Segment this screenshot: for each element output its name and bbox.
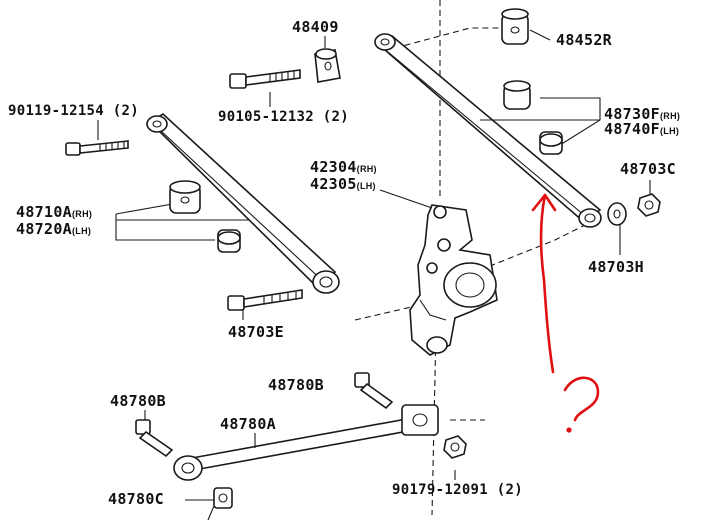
label-48703H: 48703H (588, 258, 644, 276)
dashed-link-48452R (394, 27, 512, 49)
label-48703E: 48703E (228, 323, 284, 341)
label-48780A: 48780A (220, 415, 276, 433)
label-48780B-right: 48780B (268, 376, 324, 394)
label-48780C: 48780C (108, 490, 164, 508)
leader-48710A-2 (115, 214, 215, 241)
label-48780B-left: 48780B (110, 392, 166, 410)
bushing-48730F-b (539, 131, 563, 155)
leader-42304 (379, 189, 433, 209)
leader-48452R (529, 29, 551, 41)
lower-control-arm (146, 113, 340, 294)
label-90179: 90179-12091 (2) (392, 482, 523, 498)
label-48703C: 48703C (620, 160, 676, 178)
bolt-90105 (229, 69, 301, 89)
bushing-48452R (501, 8, 529, 45)
bolt-48780B-left (135, 419, 174, 458)
label-48730F-side: (RH) (660, 111, 681, 121)
label-48409: 48409 (292, 18, 339, 36)
leader-48730F (540, 97, 601, 146)
red-annotation (531, 193, 600, 433)
label-48740F: 48740F(LH) (604, 122, 679, 137)
strut-rod (173, 404, 439, 481)
label-48710A-side: (RH) (72, 209, 93, 219)
bushing-48710A-b (217, 229, 241, 253)
upper-control-arm (374, 33, 602, 228)
label-48710A-num: 48710A (16, 203, 72, 221)
nut-90179 (443, 435, 467, 459)
label-48720A-side: (LH) (72, 226, 92, 236)
label-48740F-num: 48740F (604, 120, 660, 138)
label-42305: 42305(LH) (310, 177, 376, 192)
bolt-48780B-right (354, 372, 394, 410)
label-42305-num: 42305 (310, 175, 357, 193)
label-48720A-num: 48720A (16, 220, 72, 238)
label-48730F-num: 48730F (604, 105, 660, 123)
label-48730F: 48730F(RH) (604, 107, 680, 122)
label-42304-side: (RH) (356, 164, 377, 174)
label-42304-num: 42304 (310, 158, 357, 176)
nut-48780C (207, 487, 233, 521)
label-42305-side: (LH) (356, 181, 376, 191)
washer-48703H (607, 202, 627, 226)
bushing-48730F-a (503, 80, 531, 110)
bushing-48409 (314, 48, 341, 83)
nut-48703C (637, 193, 661, 217)
label-48720A: 48720A(LH) (16, 222, 91, 237)
label-90119: 90119-12154 (2) (8, 103, 139, 119)
label-48452R: 48452R (556, 31, 612, 49)
knuckle (409, 204, 498, 356)
dashed-link-lower-arm (354, 304, 421, 321)
label-48740F-side: (LH) (660, 126, 680, 136)
bushing-48710A-a (169, 180, 201, 214)
label-42304: 42304(RH) (310, 160, 377, 175)
label-48710A: 48710A(RH) (16, 205, 92, 220)
bolt-90119 (65, 140, 129, 156)
label-90105: 90105-12132 (2) (218, 109, 349, 125)
bolt-48703E (227, 289, 303, 311)
dashed-link-upper-arm (479, 224, 586, 271)
